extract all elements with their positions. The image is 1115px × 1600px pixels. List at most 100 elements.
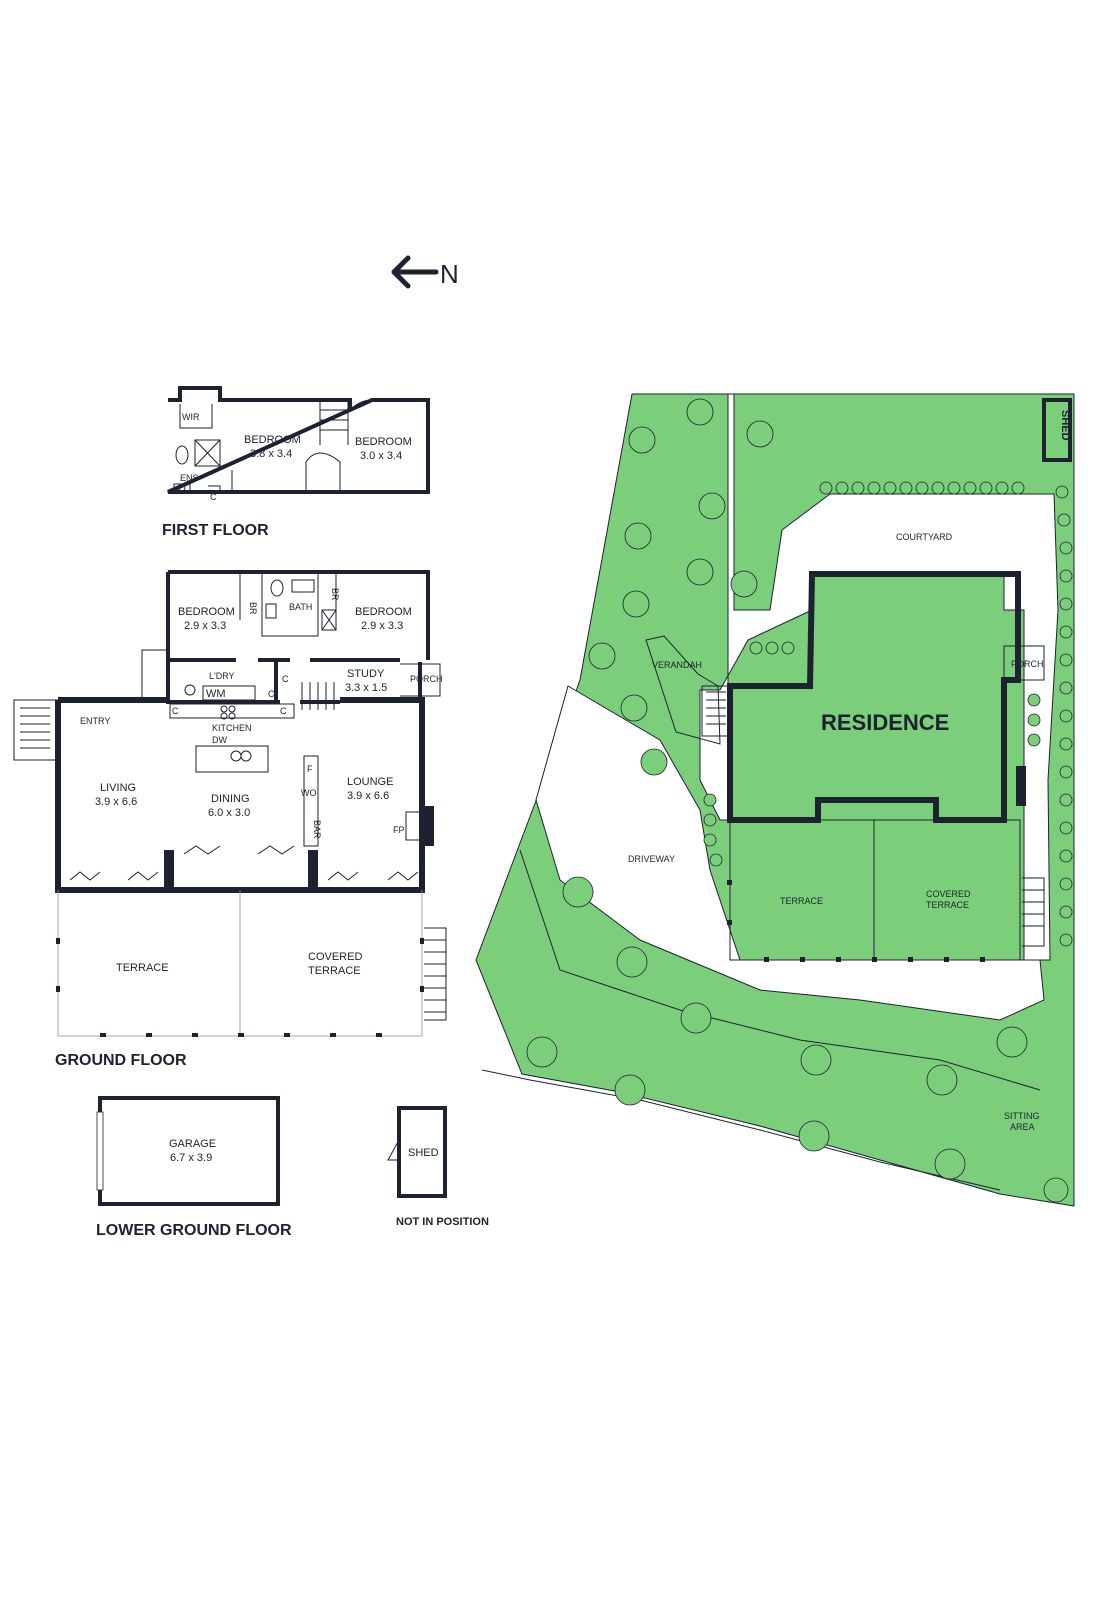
sitting-area-line-2: AREA: [1010, 1122, 1035, 1132]
shed-note: NOT IN POSITION: [396, 1216, 489, 1228]
terrace-stairs: [424, 927, 447, 1021]
wir-label: WIR: [182, 412, 200, 422]
covered-terrace-line-1: COVERED: [308, 951, 362, 963]
site-terrace-stairs: [1022, 877, 1045, 947]
shed-label: SHED: [408, 1147, 439, 1159]
bedroom-2-name: BEDROOM: [355, 436, 412, 448]
wm-label: WM: [206, 688, 226, 700]
closet-4-label: C: [280, 706, 287, 716]
site-covered-terrace-line-1: COVERED: [926, 889, 971, 899]
ens-toilet: [175, 445, 189, 465]
shed-walls: [397, 1106, 447, 1198]
laundry-tub: [184, 684, 196, 696]
north-arrow-icon: [391, 255, 439, 289]
terrace-outline: [57, 890, 423, 1037]
kitchen-bench: [169, 703, 295, 719]
first-floor-plan: WIR ENS C BEDROOM 3.8 x 3.4 BEDROOM 3.0 …: [162, 386, 430, 539]
lower-ground-floor-plan: GARAGE 6.7 x 3.9 LOWER GROUND FLOOR: [96, 1096, 292, 1239]
bar-label: BAR: [312, 820, 322, 839]
c-closet: [208, 485, 221, 492]
site-shed: [1042, 398, 1072, 462]
bath-tub: [291, 579, 315, 593]
site-terrace-label: TERRACE: [780, 896, 823, 906]
ground-floor-title: GROUND FLOOR: [55, 1052, 187, 1069]
garage-door: [96, 1111, 104, 1191]
first-floor-walls: [167, 386, 430, 494]
verandah-stairs: [701, 685, 731, 737]
shed-plan: SHED NOT IN POSITION: [387, 1106, 489, 1228]
site-terrace-outline: [729, 819, 1021, 961]
br-b-label: BR: [330, 588, 340, 601]
bar-counter: [303, 755, 319, 847]
garden-edge-1: [481, 1069, 1001, 1191]
garage-walls: [98, 1096, 280, 1206]
living-name: LIVING: [100, 782, 136, 794]
first-floor-title: FIRST FLOOR: [162, 522, 269, 539]
bath-label: BATH: [289, 602, 312, 612]
residence-label: RESIDENCE: [821, 710, 949, 735]
closet-label: C: [210, 492, 217, 502]
bifold-doors: [69, 845, 419, 888]
sitting-area-line-1: SITTING: [1004, 1111, 1040, 1121]
site-plan: SHED COURTYARD VERANDAH PORCH RESIDENCE …: [475, 393, 1075, 1207]
kitchen-label: KITCHEN: [212, 723, 252, 733]
trees: [526, 398, 1069, 1203]
vanity-basin: [178, 484, 186, 492]
dining-dim: 6.0 x 3.0: [208, 807, 250, 819]
bedroom-b-name: BEDROOM: [355, 606, 412, 618]
driveway-label: DRIVEWAY: [628, 854, 675, 864]
bedroom-1-dim: 3.8 x 3.4: [250, 448, 292, 460]
hedge: [703, 481, 1073, 947]
stairs-ground: [301, 682, 335, 710]
north-label: N: [440, 259, 459, 289]
door-swing: [349, 399, 373, 411]
bedroom-b-dim: 2.9 x 3.3: [361, 620, 403, 632]
site-shed-label: SHED: [1059, 410, 1071, 441]
bedroom-a-dim: 2.9 x 3.3: [184, 620, 226, 632]
bath-toilet: [270, 579, 284, 597]
bedroom-1-name: BEDROOM: [244, 434, 301, 446]
ground-floor-plan: BEDROOM 2.9 x 3.3 BR BATH BR BEDROOM 2.9…: [13, 570, 447, 1069]
residence-fireplace: [1016, 766, 1026, 806]
entry-stairs: [13, 699, 59, 761]
garage-name: GARAGE: [169, 1138, 216, 1150]
study-dim: 3.3 x 1.5: [345, 682, 387, 694]
garage-dim: 6.7 x 3.9: [170, 1152, 212, 1164]
entry-label: ENTRY: [80, 716, 110, 726]
closet-3-label: C: [172, 706, 179, 716]
stair-landing: [305, 452, 341, 492]
fireplace: [422, 806, 434, 846]
kitchen-island: [195, 745, 269, 773]
north-arrow: N: [391, 255, 459, 289]
living-dim: 3.9 x 6.6: [95, 796, 137, 808]
courtyard-label: COURTYARD: [896, 532, 953, 542]
washing-machine: [202, 685, 256, 701]
side-deck: [141, 649, 169, 701]
garden-edge-2: [519, 849, 1041, 1091]
terrace-posts: [56, 938, 424, 1037]
bedroom-2-dim: 3.0 x 3.4: [360, 450, 402, 462]
cooktop-icon: [220, 705, 236, 720]
dw-label: DW: [212, 735, 227, 745]
shed-door: [387, 1139, 400, 1161]
closet-1-label: C: [282, 674, 289, 684]
wall-oven-label: WO: [301, 788, 317, 798]
shower: [194, 439, 221, 467]
courtyard-area: [699, 393, 1059, 961]
site-porch: [1003, 645, 1045, 681]
terrace-label: TERRACE: [116, 962, 169, 974]
ens-vanity: [173, 483, 191, 493]
site-porch-label: PORCH: [1011, 659, 1044, 669]
bath-basin: [265, 603, 277, 619]
sink-bowl-1: [230, 750, 242, 762]
study-name: STUDY: [347, 668, 385, 680]
verandah-label: VERANDAH: [652, 660, 702, 670]
lower-ground-floor-title: LOWER GROUND FLOOR: [96, 1222, 292, 1239]
bath-shower: [321, 609, 337, 631]
dining-name: DINING: [211, 793, 250, 805]
ens-label: ENS: [180, 473, 199, 483]
covered-terrace-line-2: TERRACE: [308, 965, 361, 977]
lounge-name: LOUNGE: [347, 776, 393, 788]
fridge-label: F: [307, 764, 313, 774]
